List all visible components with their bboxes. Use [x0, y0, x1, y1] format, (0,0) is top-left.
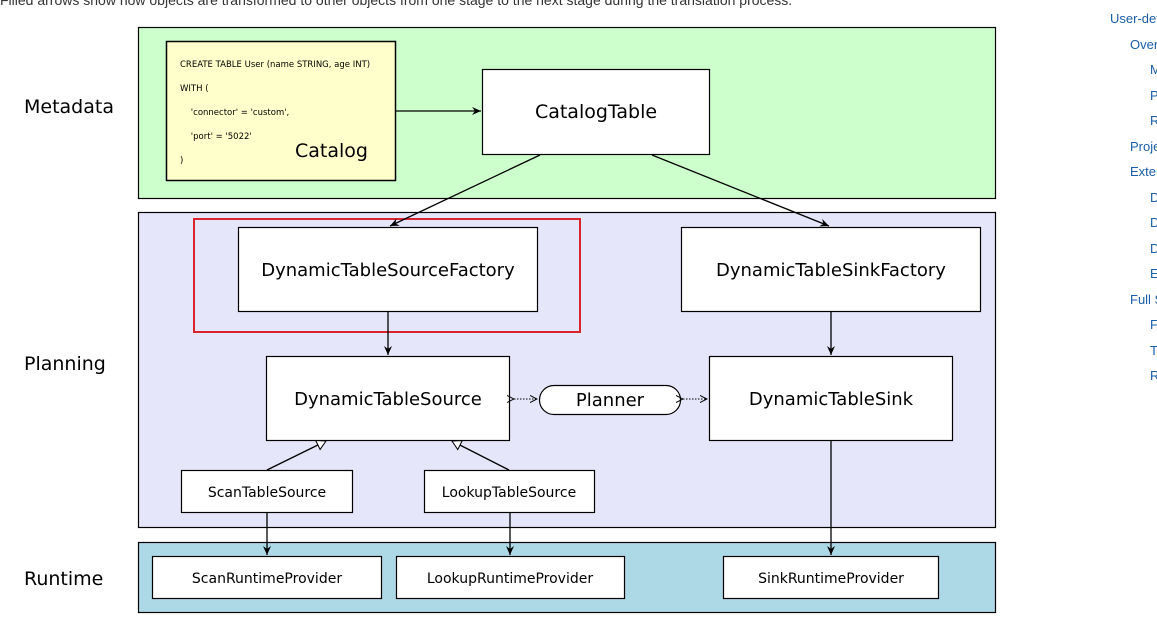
- source-factory-label: DynamicTableSourceFactory: [261, 260, 515, 281]
- toc-link[interactable]: Planning: [1150, 87, 1157, 103]
- catalog-box: CREATE TABLE User (name STRING, age INT)…: [165, 40, 397, 182]
- toc-link[interactable]: Extension Points: [1130, 164, 1157, 179]
- toc-link[interactable]: Table Source and Decoding Format: [1150, 342, 1157, 358]
- figure-caption: Filled arrows show how objects are trans…: [0, 0, 793, 8]
- toc-link[interactable]: Dynamic Table Sink: [1150, 240, 1157, 256]
- source-label: DynamicTableSource: [294, 389, 482, 410]
- toc-link[interactable]: Overview: [1130, 36, 1157, 52]
- sink-factory-label: DynamicTableSinkFactory: [716, 260, 946, 281]
- highlight-frame: [193, 218, 581, 333]
- source-factory-node: [237, 226, 539, 313]
- toc-link[interactable]: Runtime: [1150, 368, 1157, 383]
- catalog-table-node: [481, 68, 711, 156]
- stage-label-planning: Planning: [24, 353, 106, 375]
- table-of-contents: User-defined Sources & SinksOverviewMeta…: [1100, 0, 1157, 635]
- scan-provider-label: ScanRuntimeProvider: [192, 571, 342, 587]
- stage-label-runtime: Runtime: [24, 568, 103, 590]
- source-node: [265, 355, 511, 442]
- sink-label: DynamicTableSink: [749, 389, 914, 410]
- toc-link[interactable]: Encoding / Decoding Formats: [1150, 266, 1157, 281]
- toc-link[interactable]: Project Configuration: [1130, 138, 1157, 154]
- sink-provider-node: [722, 555, 940, 600]
- lookup-source-node: [423, 469, 596, 514]
- toc-link[interactable]: User-defined Sources & Sinks: [1110, 11, 1157, 26]
- planner-label: Planner: [576, 390, 645, 411]
- architecture-diagram: Metadata Planning Runtime CREATE TABLE U…: [24, 26, 997, 614]
- catalog-sql-line: 'connector' = 'custom',: [180, 108, 289, 118]
- catalog-sql-line: WITH (: [180, 84, 209, 94]
- inherit-scan-to-source: [266, 439, 327, 471]
- arrow-catalogtable-to-sink-factory: [651, 154, 830, 227]
- lookup-provider-label: LookupRuntimeProvider: [427, 571, 593, 587]
- scan-source-label: ScanTableSource: [208, 485, 326, 501]
- sink-factory-node: [680, 226, 982, 313]
- lookup-provider-node: [395, 555, 626, 600]
- catalog-sql-line: 'port' = '5022': [180, 132, 252, 142]
- scan-provider-node: [151, 555, 383, 600]
- stage-label-metadata: Metadata: [24, 96, 114, 118]
- catalog-title: Catalog: [295, 140, 368, 162]
- toc-link[interactable]: Dynamic Table Source: [1150, 215, 1157, 230]
- arrow-catalogtable-to-source-factory: [389, 154, 541, 227]
- catalog-sql-line: ): [180, 156, 183, 166]
- catalog-sql-line: CREATE TABLE User (name STRING, age INT): [180, 60, 370, 70]
- sink-node: [708, 355, 954, 442]
- toc-link[interactable]: Dynamic Table Factories: [1150, 189, 1157, 205]
- toc-link[interactable]: Metadata: [1150, 62, 1157, 77]
- sink-provider-label: SinkRuntimeProvider: [758, 571, 904, 587]
- inherit-lookup-to-source: [451, 440, 510, 471]
- catalog-table-label: CatalogTable: [535, 101, 657, 123]
- toc-link[interactable]: Factories: [1150, 317, 1157, 332]
- toc-link[interactable]: Full Stack Example: [1130, 291, 1157, 307]
- scan-source-node: [180, 469, 354, 514]
- toc-link[interactable]: Runtime: [1150, 113, 1157, 128]
- lookup-source-label: LookupTableSource: [442, 485, 576, 501]
